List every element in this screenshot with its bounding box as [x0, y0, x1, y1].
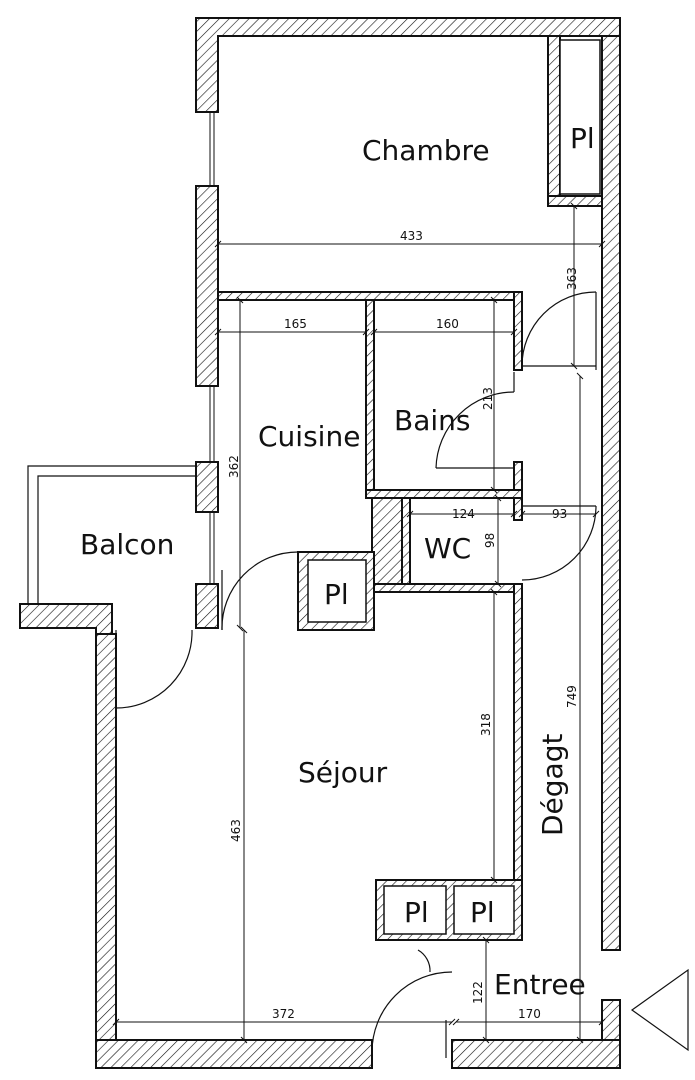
closet-label-chambre: Pl [570, 122, 595, 155]
windows [209, 112, 215, 584]
wall-wc-block [371, 497, 405, 589]
wall-left-upper-2 [195, 461, 219, 513]
room-label-entree: Entree [494, 968, 586, 1001]
dim-wc-door: 93 [552, 507, 567, 521]
closet-labels: Pl Pl Pl Pl [324, 122, 595, 929]
wall-left-lower [95, 633, 117, 1059]
interior-walls [217, 291, 523, 941]
wall-cuisine-bains [365, 299, 375, 493]
entrance-arrow-icon [630, 968, 689, 1052]
balcony-ledge [19, 603, 113, 635]
wall-bains-right [513, 291, 523, 371]
entree-closet-1 [383, 885, 447, 935]
wall-left-upper-3 [195, 583, 219, 629]
dim-sejour-width: 372 [272, 1007, 295, 1021]
cuisine-closet [307, 559, 367, 623]
exterior-walls [19, 17, 621, 1069]
wall-chambre-bottom [217, 291, 523, 301]
doors [115, 291, 597, 1060]
closet-label-cuisine: Pl [324, 578, 349, 611]
closet-label-entree-1: Pl [404, 896, 429, 929]
dim-chambre-width: 433 [400, 229, 423, 243]
entree-closet-2 [453, 885, 515, 935]
closets [307, 35, 603, 935]
dimension-labels: 433 363 165 160 213 362 124 93 98 318 74… [227, 229, 579, 1021]
wall-bottom-right [451, 1039, 621, 1069]
room-label-bains: Bains [394, 404, 470, 437]
room-label-wc: WC [424, 532, 471, 565]
wall-chambre-closet-bottom [547, 195, 603, 207]
wall-bottom-left [95, 1039, 373, 1069]
balcony-outline [27, 465, 196, 604]
dim-bains-width: 160 [436, 317, 459, 331]
dim-cuisine-height: 362 [227, 455, 241, 478]
wall-sejour-degagt [513, 583, 523, 921]
dim-sejour-right: 318 [479, 713, 493, 736]
dim-wc-width: 124 [452, 507, 475, 521]
wall-wc-bottom [371, 583, 523, 593]
wall-bains-bottom [365, 489, 523, 499]
dim-entree-width: 170 [518, 1007, 541, 1021]
room-label-chambre: Chambre [362, 134, 490, 167]
dimension-lines [112, 202, 606, 1044]
wall-wc-right [513, 497, 523, 521]
dim-cuisine-width: 165 [284, 317, 307, 331]
room-label-sejour: Séjour [298, 756, 388, 789]
closet-label-entree-2: Pl [470, 896, 495, 929]
dim-sejour-height: 463 [229, 819, 243, 842]
chambre-closet [559, 39, 601, 195]
dim-degagt-length: 749 [565, 685, 579, 708]
dim-entree-depth: 122 [471, 981, 485, 1004]
wall-top [195, 17, 621, 113]
room-label-cuisine: Cuisine [258, 420, 360, 453]
wall-right [601, 35, 621, 951]
wall-chambre-closet [547, 35, 561, 207]
dim-degagt-upper: 363 [565, 267, 579, 290]
room-labels: Chambre Cuisine Bains Balcon WC Séjour D… [80, 134, 586, 1001]
room-label-balcon: Balcon [80, 528, 174, 561]
dim-bains-height: 213 [481, 387, 495, 410]
dim-wc-height: 98 [483, 533, 497, 548]
room-label-degagt: Dégagt [536, 734, 569, 836]
wall-left-upper-1 [195, 185, 219, 387]
wall-wc-left [401, 497, 411, 589]
